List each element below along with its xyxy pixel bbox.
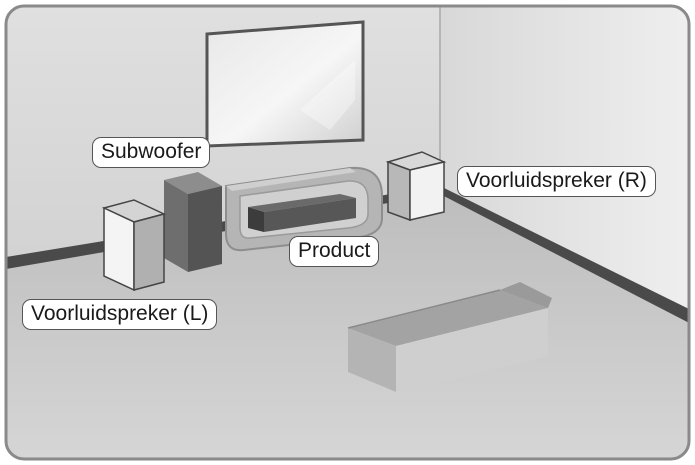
front-left-speaker <box>101 199 167 292</box>
front-right-speaker <box>385 151 447 222</box>
front-right-label: Voorluidspreker (R) <box>457 166 656 197</box>
front-left-label: Voorluidspreker (L) <box>22 299 218 330</box>
screen-glare <box>300 60 355 130</box>
right-wall <box>440 6 689 320</box>
wall-screen <box>205 20 365 148</box>
product-label: Product <box>289 236 380 267</box>
sofa <box>347 282 552 392</box>
baseboard-right <box>440 186 689 326</box>
diagram-frame <box>4 4 691 461</box>
subwoofer-speaker <box>164 172 222 272</box>
subwoofer-label: Subwoofer <box>92 137 211 168</box>
product-unit <box>248 194 356 232</box>
